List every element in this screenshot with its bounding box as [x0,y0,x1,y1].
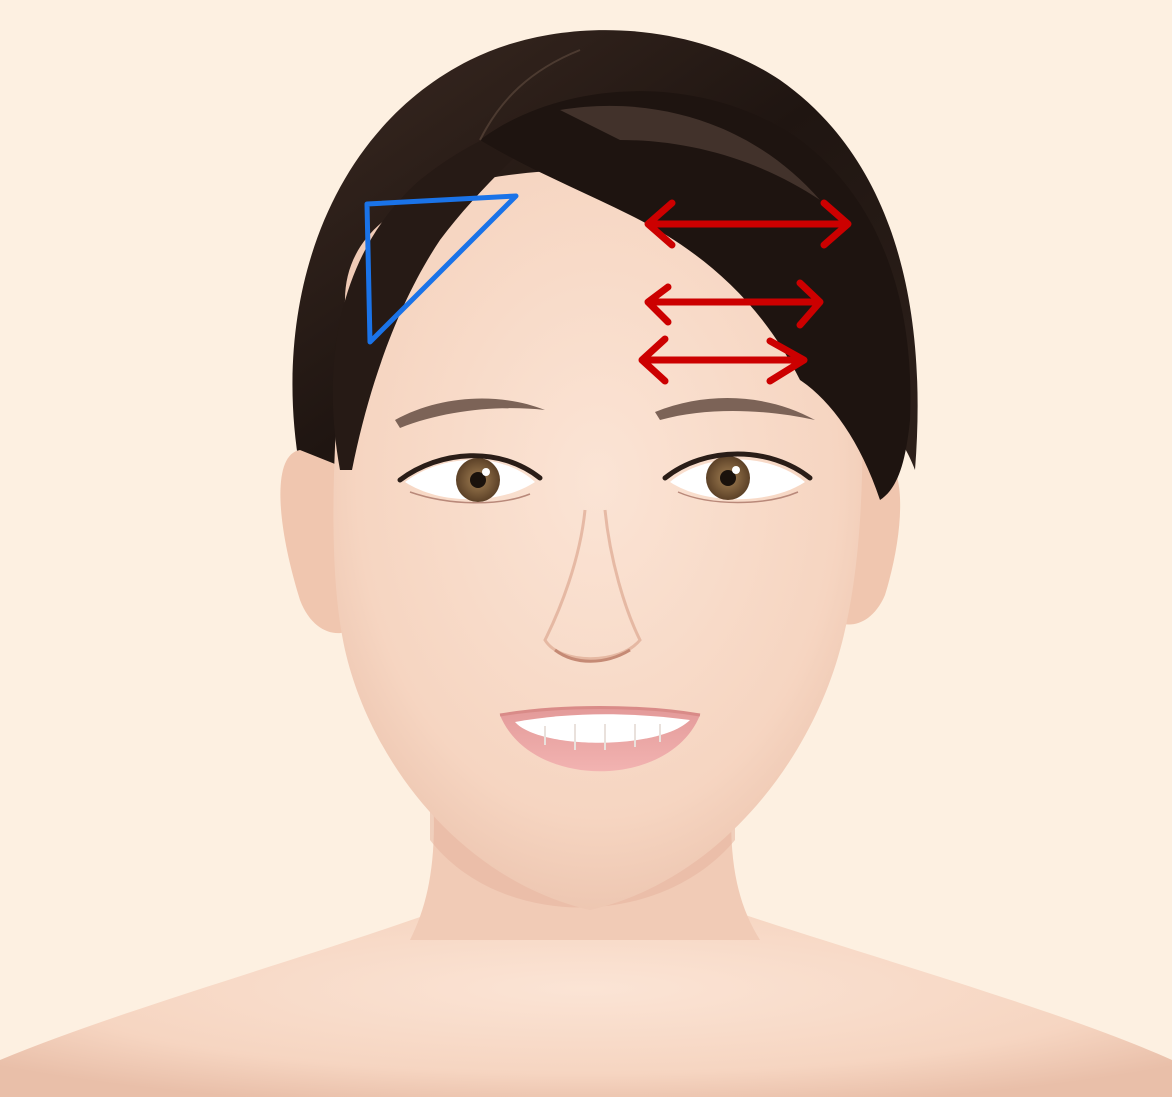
left-eyebrow [395,398,545,428]
mouth [499,706,701,772]
left-eye [397,453,543,504]
nose [543,509,642,661]
hair-left-side [332,115,560,470]
forehead-width-arrows [638,199,852,385]
right-eyebrow [655,398,815,420]
triangle-outline-icon [364,193,519,345]
double-headed-arrow-icon [638,335,808,385]
hair-highlight [560,105,820,200]
face [333,170,863,910]
double-headed-arrow-icon [644,279,824,329]
shoulders [0,910,1172,1097]
nostrils [554,648,631,663]
hair-part [479,49,581,141]
right-eye [662,451,813,504]
double-headed-arrow-icon [644,199,852,249]
hair-right-sweep [480,91,911,500]
